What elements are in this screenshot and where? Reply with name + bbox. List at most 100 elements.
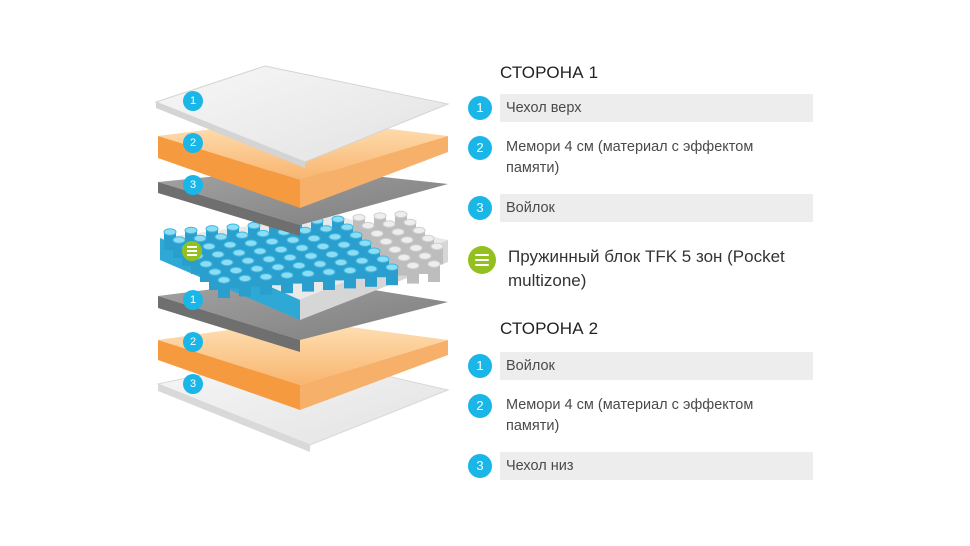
layer-badge-top-felt: 3 [183,175,203,195]
legend-bar [500,452,813,480]
spring-pocket-body [302,273,314,292]
spring-pocket-top [199,260,213,268]
spring-pocket-body [344,270,356,289]
legend-label: Мемори 4 см (материал с эффектом памяти) [506,397,754,434]
spring-pocket-top [349,231,363,239]
spring-pocket-top [283,253,297,262]
spring-block-icon [468,246,496,274]
spring-pocket-top [304,252,318,260]
legend-label: Войлок [506,200,555,216]
spring-pocket-top [370,229,384,238]
spring-pocket-top [262,255,276,263]
legend-item-bottom-felt: 1 Войлок [468,352,814,380]
spring-pocket-top [322,268,336,276]
legend-item-top-felt: 3 Войлок [468,194,814,222]
legend-bar [500,194,813,222]
spring-pocket-top [229,266,243,275]
spring-pocket-top [409,244,423,252]
legend-item-spring-block: Пружинный блок TFK 5 зон (Pocket multizo… [468,244,814,296]
spring-pocket-top [430,242,444,251]
spring-pocket-top [214,233,228,241]
spring-pocket-top [334,258,348,267]
spring-pocket-top [205,225,219,233]
layer-badge-bottom-cover: 3 [183,374,203,394]
spring-pocket-top [286,236,300,244]
spring-pocket-top [403,218,417,227]
spring-pocket-body [218,280,230,298]
layer-badge-bottom-felt: 1 [183,290,203,310]
spring-pocket-top [238,274,252,283]
spring-pocket-top [340,223,354,231]
spring-pocket-top [406,261,420,270]
spring-pocket-body [323,272,335,290]
spring-pocket-top [280,271,294,279]
layer-badge-top-cover: 1 [183,91,203,111]
spring-pocket-body [260,276,272,295]
spring-pocket-top [391,228,405,236]
number-badge: 3 [468,454,492,478]
spring-pocket-top [376,255,390,263]
layer-badge-spring-icon [182,241,202,261]
spring-pocket-top [259,273,273,281]
legend-item-top-cover: 1 Чехол верх [468,94,814,122]
spring-pocket-top [223,241,237,249]
spring-pocket-top [355,257,369,265]
spring-pocket-top [343,266,357,275]
layer-top-cover [154,65,450,168]
spring-pocket-top [397,253,411,262]
mattress-layers-illustration [154,65,450,452]
spring-pocket-top [184,226,198,235]
spring-pocket-top [232,249,246,257]
spring-pocket-top [325,250,339,259]
spring-pocket-top [211,250,225,259]
spring-pocket-top [250,265,264,273]
spring-pocket-top [172,236,186,244]
legend-bar [500,94,813,122]
number-badge: 1 [468,96,492,120]
number-badge: 2 [468,136,492,160]
spring-pocket-top [367,247,381,255]
number-badge: 3 [468,196,492,220]
spring-pocket-body [365,268,377,287]
number-badge: 1 [468,354,492,378]
spring-pocket-body [281,275,293,294]
spring-pocket-top [361,221,375,230]
spring-pocket-top [421,234,435,243]
spring-pocket-top [298,226,312,235]
layer-bottom-memory-foam [158,320,448,410]
spring-pocket-top [247,221,261,230]
spring-pocket-top [202,242,216,251]
spring-pocket-top [412,226,426,235]
spring-pocket-top [274,245,288,254]
legend-label: Войлок [506,358,555,374]
spring-pocket-top [346,249,360,257]
side-1-title: СТОРОНА 1 [500,63,599,82]
spring-pocket-top [208,268,222,276]
spring-pocket-top [352,213,366,222]
spring-pocket-top [271,263,285,271]
side-2-title: СТОРОНА 2 [500,319,599,338]
legend-label: Чехол верх [506,100,582,116]
spring-pocket-top [418,252,432,260]
layer-badge-bottom-foam: 2 [183,332,203,352]
spring-pocket-top [226,223,240,231]
spring-pocket-body [431,246,443,265]
spring-pocket-top [331,215,345,223]
spring-pocket-top [385,263,399,271]
spring-pocket-top [382,220,396,228]
spring-pocket-top [427,260,441,268]
spring-pocket-top [265,237,279,246]
spring-pocket-top [301,269,315,278]
spring-pocket-top [328,233,342,241]
spring-pocket-top [244,239,258,247]
number-badge: 2 [468,394,492,418]
spring-pocket-body [407,265,419,284]
spring-pocket-top [217,276,231,284]
spring-pocket-top [316,242,330,251]
legend-item-bottom-memory-foam: 2 Мемори 4 см (материал с эффектом памят… [468,394,814,442]
layer-badge-top-foam: 2 [183,133,203,153]
legend-label: Мемори 4 см (материал с эффектом памяти) [506,139,754,176]
spring-pocket-body [239,278,251,297]
spring-pocket-top [307,234,321,243]
spring-pocket-top [292,261,306,270]
